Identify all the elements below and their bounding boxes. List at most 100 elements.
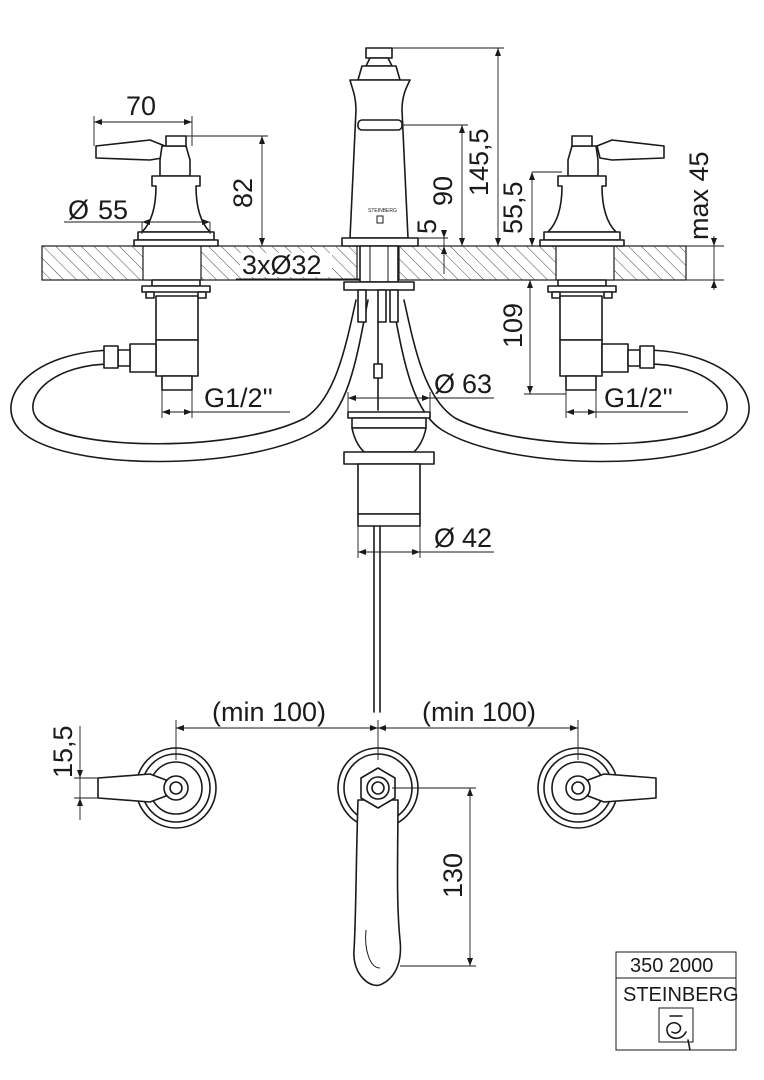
dim-70-label: 70 [126,91,156,121]
left-valve-side [95,135,219,391]
right-hose-outer [391,299,750,463]
dim-63-symbol: Ø [434,369,455,399]
dim-42-arrow-right [412,549,420,555]
left-valve-tee [155,339,199,377]
right-rosette-ring [543,231,621,241]
dim-63-arrow-left [348,395,356,401]
dim-82-label: 82 [228,178,258,208]
brand-logo-frame [658,1007,694,1043]
dim-spacing-right-label: (min 100) [422,697,536,727]
dim-5-arrow-bottom [441,246,447,254]
dim-max45-arrow-top [711,238,717,246]
spout-top-hex [360,767,396,809]
flexible-hoses [10,299,750,463]
left-stud-b [197,291,207,299]
dim-555-label: 55,5 [498,181,528,234]
left-hose-ferrule [117,349,131,367]
dim-90-arrow-top [459,125,465,133]
brand-logo-icon [666,1015,687,1040]
left-hose-collar [103,345,119,369]
left-handle-cap [159,145,191,177]
spout-lock-plate [343,281,415,291]
dimension-lines: 70 Ø 55 82 145,5 90 5 [48,47,724,967]
dim-70-arrow-right [184,119,192,125]
left-valve-shank [155,295,199,341]
dim-55-label: 55 [98,195,128,225]
waste-tail [357,463,421,515]
spout-body [349,79,411,239]
right-valve-tee [559,339,603,377]
right-washer [547,285,617,293]
dim-145-arrow-bottom [495,238,501,246]
right-valve-body [547,175,617,233]
dim-spacing-arrow-a [176,725,184,731]
holes-label-bg [240,253,332,277]
spout-knob-base [365,57,393,67]
right-stud-b [603,291,613,299]
dim-130-arrow-top [467,788,473,796]
waste-assembly [343,411,435,713]
right-rosette-base [539,239,625,247]
waste-body [351,427,427,453]
dim-555-arrow-top [529,172,535,180]
dim-82-arrow-top [259,136,265,144]
title-block-frame [615,951,737,1051]
dim-109-label: 109 [498,303,528,348]
left-valve-body [141,175,211,233]
left-rosette-base [133,239,219,247]
dim-155-arrow-bottom [77,798,83,806]
dim-spacing-arrow-d [570,725,578,731]
spout-top-knob [365,47,393,59]
spout-aerator [357,119,403,131]
spout-pipe-b [377,289,387,323]
spout-collar [357,65,401,81]
dim-max45-label: max 45 [684,151,714,240]
dim-42-symbol: Ø [434,523,455,553]
dim-42-label: 42 [462,523,492,553]
dim-g-left-arrow-b [184,409,192,415]
right-button-inner [571,781,585,795]
dim-82-arrow-bottom [259,238,265,246]
dim-90-label: 90 [428,176,458,206]
dim-g-right-label: G1/2'' [604,383,673,413]
spout-logo-text: STEINBERG [368,208,397,214]
right-stud-a [551,291,561,299]
spout-pipe-c [389,289,399,323]
left-hose-nut [129,343,157,373]
dim-55-symbol: Ø [68,195,89,225]
dim-g-left-arrow-a [162,409,170,415]
spout-top-detail [365,929,381,969]
dim-70-arrow-left [94,119,102,125]
brand-name: STEINBERG [623,984,739,1006]
left-stud-a [145,291,155,299]
spout-side: STEINBERG [341,47,419,411]
dim-555-arrow-bottom [529,238,535,246]
dim-155-label: 15,5 [48,725,78,778]
spout-top-knob-outer [366,776,390,800]
spout-top-knob-inner [371,781,385,795]
left-lock-nut [151,279,201,287]
dim-145-label: 145,5 [464,128,494,196]
right-valve-outlet [565,375,597,391]
left-washer [141,285,211,293]
waste-flange [351,417,427,429]
waste-tail-end [357,513,421,527]
dim-55-arrow-right [202,219,210,225]
right-hose-collar [639,345,655,369]
spout-top-outline [353,799,402,987]
dim-spacing-left-label: (min 100) [212,697,326,727]
dim-155-arrow-top [77,770,83,778]
right-valve-shank [559,295,603,341]
top-view [97,747,657,987]
right-handle-button [571,135,593,147]
dim-g-right-arrow-b [588,409,596,415]
right-handle-cap [567,145,599,177]
dim-5-arrow-top [441,230,447,238]
left-button-outer [163,775,189,801]
dim-145-arrow-top [495,48,501,56]
brand-logo-tail [687,1039,691,1051]
dim-spacing-arrow-b [370,725,378,731]
waste-flange-top [347,411,431,419]
left-button-inner [169,781,183,795]
